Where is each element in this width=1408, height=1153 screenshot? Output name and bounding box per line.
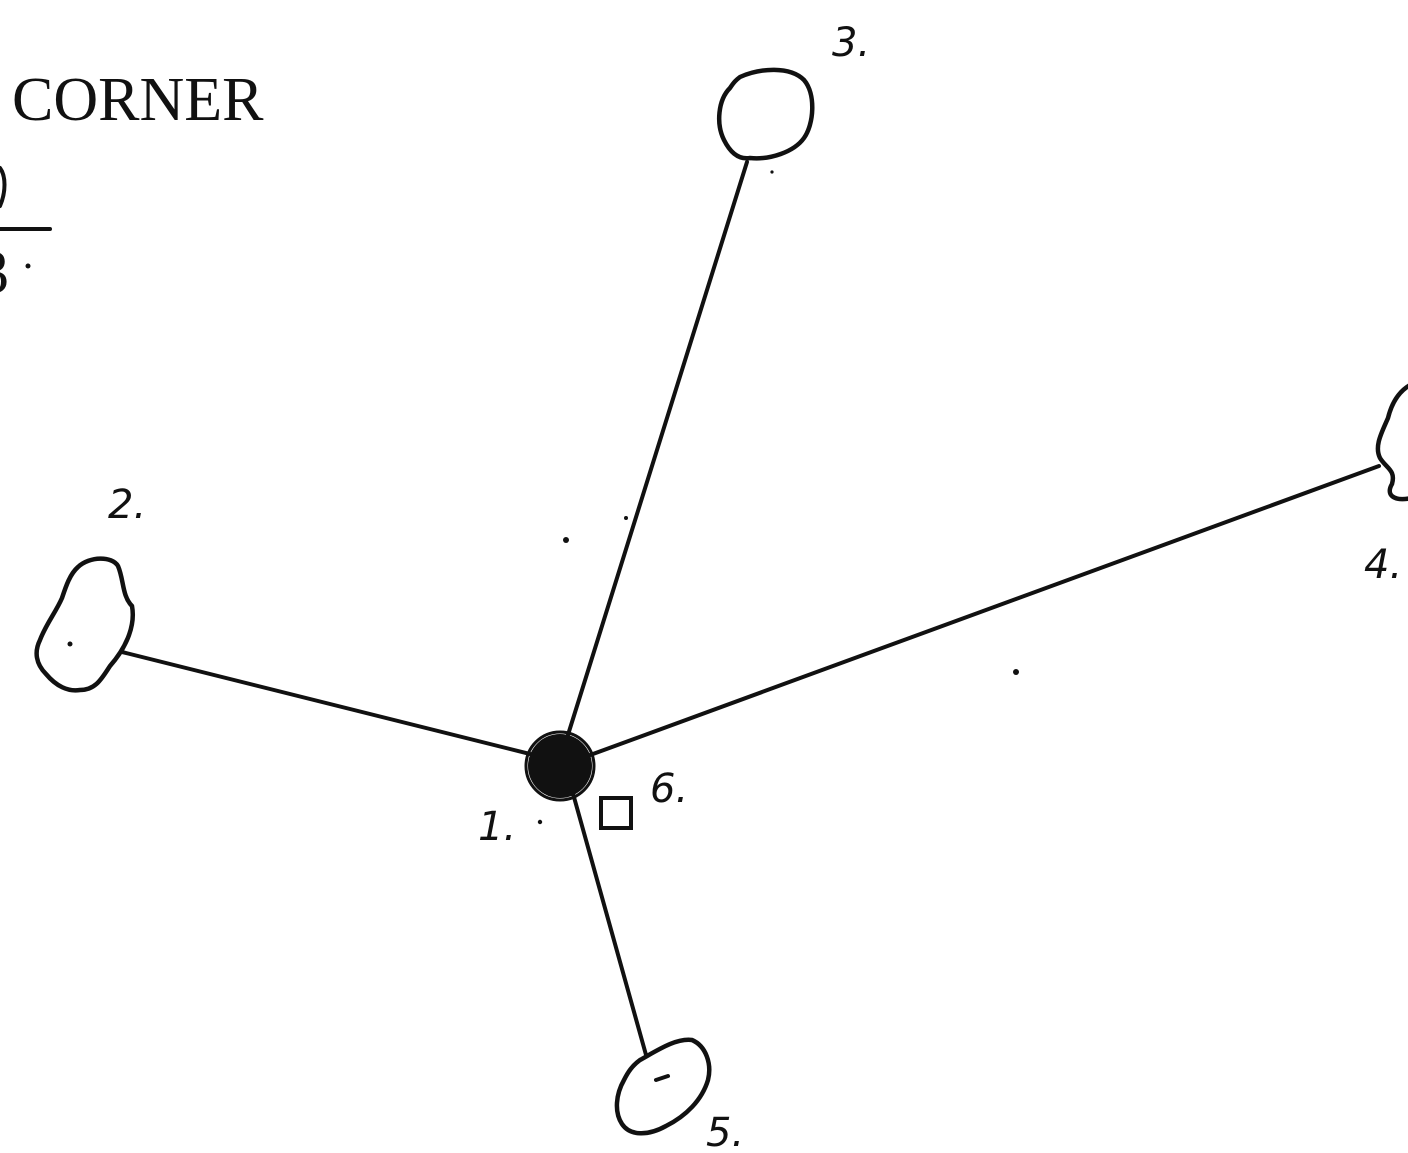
- fraction-numerator-stroke: [0, 166, 7, 208]
- line-to-node-2: [120, 650, 544, 759]
- ink-speck: [624, 516, 628, 520]
- node-5-inner-tick: [654, 1074, 670, 1082]
- node-3-marker: [716, 67, 815, 161]
- node-4-marker: [1375, 383, 1408, 502]
- ink-speck: [1013, 669, 1019, 675]
- node-2-marker: [34, 556, 136, 693]
- node-5-marker: [614, 1037, 712, 1136]
- ink-speck: [770, 170, 774, 174]
- node-2-label: 2.: [108, 482, 146, 528]
- square-marker-6-label: 6.: [650, 766, 688, 812]
- center-point-marker: [528, 734, 592, 798]
- center-point-label: 1.: [478, 804, 516, 850]
- node-2-inner-dot: [67, 641, 73, 647]
- fraction-fragment: 3: [0, 166, 52, 307]
- line-to-node-3: [560, 160, 749, 756]
- fraction-denominator: 3: [0, 239, 9, 307]
- line-to-node-4: [580, 464, 1381, 760]
- ink-speck: [563, 537, 569, 543]
- node-4-label: 4.: [1364, 542, 1402, 588]
- square-marker-6: [599, 796, 633, 830]
- center-point-ring: [524, 730, 596, 802]
- node-3-label: 3.: [832, 20, 870, 66]
- fraction-tick: [25, 263, 31, 269]
- node-5-label: 5.: [706, 1110, 744, 1153]
- center-label-tick: [537, 819, 543, 825]
- line-to-node-5: [570, 788, 650, 1064]
- corner-heading: CORNER: [12, 66, 264, 134]
